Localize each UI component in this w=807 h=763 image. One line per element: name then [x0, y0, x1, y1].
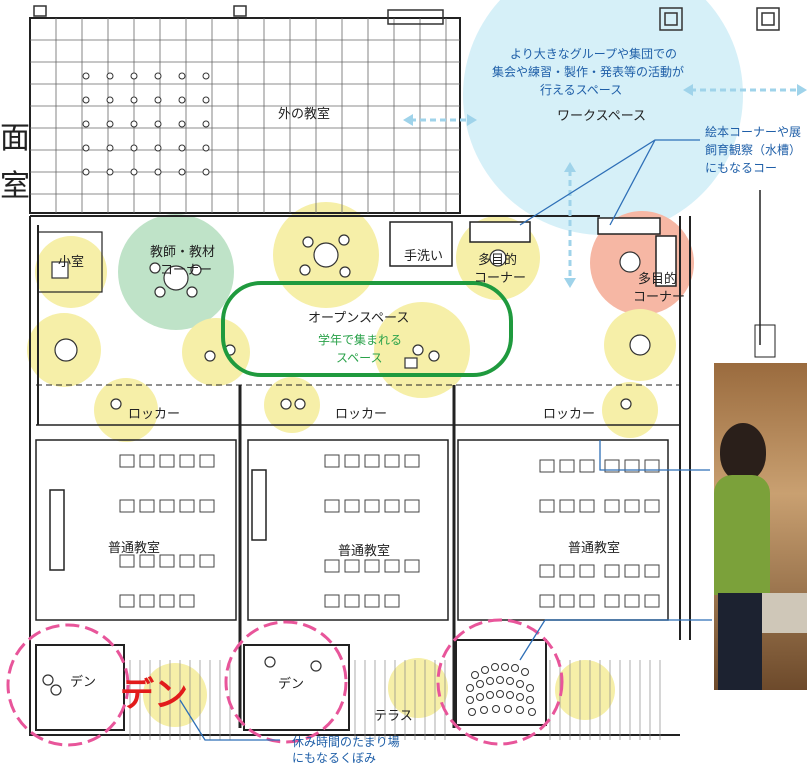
break-note-line1: 休み時間のたまり場: [292, 735, 400, 749]
den-red-label: デン: [120, 675, 188, 715]
picture-corner-line2: 飼育観察（水槽）: [705, 142, 801, 157]
outer-classroom-grid: [29, 17, 461, 214]
den-circles: [6, 618, 564, 747]
workspace-desc-line2: 集会や練習・製作・発表等の活動が: [492, 64, 684, 79]
terrace-hatching: [129, 660, 661, 740]
child-sweater: [714, 475, 770, 595]
yellow-zone: [555, 660, 615, 720]
open-space-label: オープンスペース: [308, 311, 409, 326]
yellow-zone: [143, 663, 207, 727]
furniture-clusters: [42, 234, 651, 696]
yellow-zone: [602, 382, 658, 438]
picture-corner-line3: にもなるコー: [705, 161, 777, 175]
classroom-desks: [119, 454, 660, 608]
workspace-desc-line1: より大きなグループや集団での: [510, 46, 677, 61]
locker-label-2: ロッカー: [335, 407, 387, 422]
outer-classroom-label: 外の教室: [278, 106, 330, 122]
open-space-outline: [221, 281, 513, 377]
classroom-photo: [712, 363, 807, 690]
terrace-label: テラス: [374, 709, 413, 724]
picture-corner-line1: 絵本コーナーや展: [705, 124, 801, 139]
multi-corner2-line2: コーナー: [633, 290, 685, 305]
child-figure: [720, 423, 766, 481]
classroom-label-1: 普通教室: [108, 540, 160, 556]
workspace-arrows: [403, 84, 807, 288]
edge-char-1: 面: [0, 121, 30, 156]
workspace-title: ワークスペース: [557, 109, 646, 124]
window-markers: [33, 5, 780, 31]
edge-char-2: 室: [0, 169, 30, 204]
multi-corner-line2: コーナー: [474, 271, 526, 286]
den-seating: [466, 663, 536, 716]
handwash-label: 手洗い: [404, 249, 443, 264]
child-legs: [718, 593, 762, 690]
teacher-corner-line1: 教師・教材: [150, 244, 215, 260]
shelf-item: [762, 593, 807, 633]
classroom-label-2: 普通教室: [338, 543, 390, 559]
den-label-1: デン: [70, 674, 96, 690]
yellow-zone: [182, 318, 250, 386]
yellow-zone: [388, 658, 448, 718]
workspace-zone: [463, 0, 743, 235]
open-space-sub2: スペース: [336, 351, 383, 365]
outer-classroom-dots: [82, 72, 210, 176]
small-room-label: 小室: [58, 254, 84, 270]
yellow-zone: [94, 378, 158, 442]
teacher-corner-line2: コーナー: [160, 263, 212, 278]
leader-lines: [179, 139, 712, 741]
multi-corner-line1: 多目的: [478, 252, 517, 268]
multi-corner2-line1: 多目的: [638, 271, 677, 287]
locker-label-1: ロッカー: [128, 407, 180, 422]
workspace-desc-line3: 行えるスペース: [540, 83, 622, 97]
break-note-line2: にもなるくぼみ: [292, 751, 376, 763]
yellow-zone: [35, 236, 107, 308]
den-label-2: デン: [278, 676, 304, 692]
locker-label-3: ロッカー: [543, 407, 595, 422]
building-walls: [29, 190, 776, 736]
yellow-zone: [264, 377, 320, 433]
classroom-label-3: 普通教室: [568, 540, 620, 556]
fixtures: [49, 217, 677, 571]
open-space-sub1: 学年で集まれる: [318, 332, 402, 347]
